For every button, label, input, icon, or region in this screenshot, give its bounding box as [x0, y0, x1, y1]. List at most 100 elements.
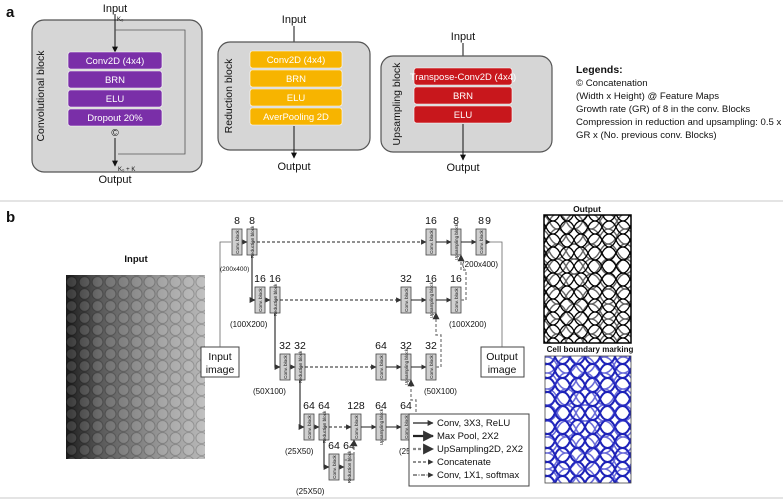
maxpool-arrow-1 — [249, 255, 256, 303]
decoder-size-2: (100X200) — [449, 320, 487, 329]
upsampling-block-layer-label: ELU — [454, 110, 473, 121]
legend-text-final: Conv, 1X1, softmax — [437, 470, 519, 481]
encoder-conv-block-5-label: Conv. block — [332, 454, 337, 478]
upsampling-block-layer-label: Transpose-Conv2D (4x4) — [410, 72, 516, 83]
maxpool-arrow-4 — [323, 440, 330, 470]
upsample-connection-2 — [407, 379, 417, 428]
upsampling-block-title: Upsampling block — [391, 62, 403, 146]
upsampling-block-diagram: Input Upsampling block Transpose-Conv2D … — [380, 31, 553, 174]
legend-text-pool: Max Pool, 2X2 — [437, 431, 499, 442]
conv-block-layer-label: ELU — [106, 94, 125, 105]
decoder-filters-3-3: 32 — [425, 340, 437, 352]
encoder-filters-left-5: 64 — [328, 440, 340, 452]
cell-boundary-image — [544, 355, 632, 484]
decoder-filters-1-1: 16 — [425, 215, 437, 227]
output-image-title: Output — [573, 204, 601, 214]
conv-block-layer-box — [67, 70, 163, 89]
encoder-size-4: (25X50) — [285, 447, 314, 456]
decoder-filters-2-2: 16 — [425, 273, 437, 285]
input-image-box: Input image — [200, 346, 240, 378]
output-image-box-line2: image — [488, 364, 517, 376]
decoder-block-3-3-label: Conv. block — [429, 354, 434, 378]
decoder-size-1: (200x400) — [462, 260, 498, 269]
decoder-size-3: (50X100) — [424, 387, 457, 396]
decoder-filters-1-2: 8 — [453, 215, 459, 227]
reduction-block-layer-box — [249, 50, 343, 69]
legend-panel-b: Conv, 3X3, ReLU Max Pool, 2X2UpSampling2D… — [408, 413, 530, 487]
legend-text-conv: Conv, 3X3, ReLU — [437, 418, 510, 429]
decoder-filters-2-3: 16 — [450, 273, 462, 285]
panel-b-label: b — [6, 209, 15, 226]
maxpool-arrow-3 — [298, 380, 305, 430]
upsampling-block-output: Output — [446, 162, 479, 174]
decoder-filters-4-1: 128 — [347, 400, 365, 412]
encoder-conv-block-1-label: Conv. block — [235, 229, 240, 253]
upsampling-block-layer-label: BRN — [453, 91, 473, 102]
upsampling-block-input: Input — [451, 31, 475, 43]
encoder-size-5: (25X50) — [296, 487, 325, 496]
reduction-block-layer-label: BRN — [286, 74, 306, 85]
encoder-filters-left-4: 64 — [303, 400, 315, 412]
encoder-size-1: (200x400) — [220, 266, 249, 273]
encoder-conv-block-3-label: Conv. block — [283, 354, 288, 378]
encoder-conv-block-2-label: Conv. block — [258, 287, 263, 311]
reduction-block-layer-label: ELU — [287, 93, 306, 104]
encoder-filters-right-1: 8 — [249, 215, 255, 227]
conv-block-k-in: K₀ — [117, 17, 124, 23]
decoder-filters-4-3: 64 — [400, 400, 412, 412]
reduction-block-layer-box — [249, 88, 343, 107]
legends-panel-a: Legends: © Concatenation (Width x Height… — [576, 64, 782, 141]
decoder-block-1-3-label: Conv. block — [479, 229, 484, 253]
encoder-filters-right-3: 32 — [294, 340, 306, 352]
conv-block-layer-label: BRN — [105, 75, 125, 86]
decoder-block-4-1-label: Conv. block — [354, 414, 359, 438]
concat-symbol: © — [111, 128, 119, 139]
output-image-box: Output image — [480, 346, 525, 378]
encoder-filters-left-2: 16 — [254, 273, 266, 285]
encoder-filters-right-4: 64 — [318, 400, 330, 412]
decoder-filters-3-2: 32 — [400, 340, 412, 352]
input-image-box-line1: Input — [208, 351, 231, 363]
decoder-block-1-2-label: Upsampling block — [454, 223, 459, 260]
input-image-connector — [219, 241, 231, 347]
decoder-block-4-2-label: Upsampling block — [379, 408, 384, 445]
encoder-filters-right-2: 16 — [269, 273, 281, 285]
reduction-block-layer-label: Conv2D (4x4) — [267, 55, 326, 66]
decoder-block-3-1-label: Conv. block — [379, 354, 384, 378]
conv-block-layer-label: Conv2D (4x4) — [86, 56, 145, 67]
legend-line-growth-rate: Growth rate (GR) of 8 in the conv. Block… — [576, 104, 750, 115]
legend-line-dimensions: (Width x Height) @ Feature Maps — [576, 91, 719, 102]
upsample-connection-4 — [457, 254, 467, 301]
upsample-connection-1 — [344, 439, 358, 461]
output-segmentation-image — [543, 214, 632, 344]
decoder-block-2-1-label: Conv. block — [404, 287, 409, 311]
decoder-block-2-2-label: Upsampling block — [429, 281, 434, 318]
encoder-reduction-block-5-label: Reduction block — [347, 450, 352, 483]
decoder-block-4-3-label: Conv. block — [404, 414, 409, 438]
encoder-size-3: (50X100) — [253, 387, 286, 396]
decoder-block-2-3-label: Conv. block — [454, 287, 459, 311]
reduction-block-layer-label: AverPooling 2D — [263, 112, 329, 123]
reduction-block-layer-box — [249, 69, 343, 88]
reduction-block-diagram: Input Reduction block Conv2D (4x4)BRNELU… — [217, 14, 371, 173]
legend-text-up: UpSampling2D, 2X2 — [437, 444, 523, 455]
upsampling-block-layer-box — [413, 86, 513, 105]
encoder-filters-left-1: 8 — [234, 215, 240, 227]
maxpool-arrow-2 — [274, 313, 281, 370]
decoder-block-3-2-label: Upsampling block — [404, 348, 409, 385]
conv-block-input: Input — [103, 3, 127, 15]
input-microscopy-image — [66, 275, 205, 459]
reduction-block-input: Input — [282, 14, 306, 26]
input-image-title: Input — [124, 254, 148, 265]
conv-block-diagram: Input K₀ Convolutional block Conv2D (4x4… — [31, 3, 203, 186]
decoder-filters-4-2: 64 — [375, 400, 387, 412]
output-image-box-line1: Output — [486, 351, 518, 363]
reduction-block-output: Output — [277, 161, 310, 173]
panel-a-label: a — [6, 4, 15, 21]
upsampling-block-layer-box — [413, 105, 513, 124]
encoder-conv-block-4-label: Conv. block — [307, 414, 312, 438]
upsample-connection-3 — [432, 312, 442, 368]
output-image-connector — [490, 241, 503, 347]
legend-line-concatenation: © Concatenation — [576, 78, 648, 89]
decoder-filters-1-3: 8 — [478, 215, 484, 227]
